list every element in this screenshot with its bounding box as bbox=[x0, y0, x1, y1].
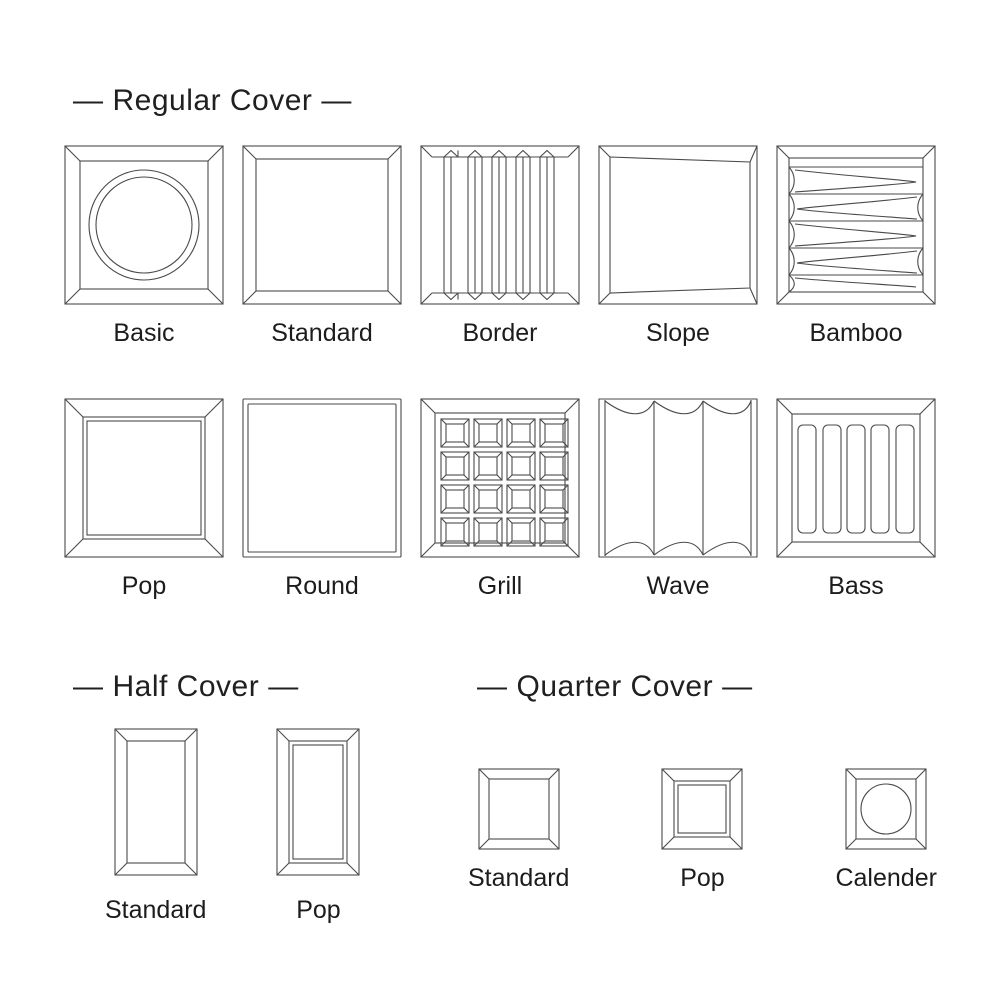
heading-dash-left: — bbox=[477, 670, 508, 703]
cover-item-bamboo[interactable]: Bamboo bbox=[776, 145, 936, 346]
cover-label-bass: Bass bbox=[828, 572, 884, 600]
cover-grill-icon bbox=[420, 398, 580, 558]
cover-item-pop[interactable]: Pop bbox=[64, 398, 224, 599]
quarter-cover-item-calender[interactable]: Calender bbox=[835, 768, 937, 892]
cover-bamboo-icon bbox=[776, 145, 936, 305]
quarter-calender-icon bbox=[845, 768, 927, 850]
half-cover-label-standard: Standard bbox=[105, 896, 207, 924]
quarter-cover-label-calender: Calender bbox=[835, 864, 937, 892]
heading-text: Half Cover bbox=[112, 670, 260, 703]
section-heading-half-cover: —Half Cover— bbox=[64, 670, 308, 704]
half-cover-row: Standard Pop bbox=[105, 728, 361, 924]
heading-dash-left: — bbox=[73, 84, 104, 117]
quarter-cover-item-pop[interactable]: Pop bbox=[661, 768, 744, 892]
cover-item-basic[interactable]: Basic bbox=[64, 145, 224, 346]
heading-text: Regular Cover bbox=[112, 84, 313, 117]
quarter-pop-icon bbox=[661, 768, 744, 850]
regular-cover-row-2: Pop Round bbox=[64, 398, 936, 599]
cover-pop-icon bbox=[64, 398, 224, 558]
cover-item-border[interactable]: Border bbox=[420, 145, 580, 346]
heading-dash-right: — bbox=[268, 670, 299, 703]
half-cover-label-pop: Pop bbox=[296, 896, 341, 924]
cover-label-basic: Basic bbox=[113, 319, 175, 347]
quarter-cover-row: Standard Pop bbox=[468, 768, 937, 891]
cover-item-wave[interactable]: Wave bbox=[598, 398, 758, 599]
section-heading-regular-cover: —Regular Cover— bbox=[64, 84, 361, 118]
cover-label-pop: Pop bbox=[121, 572, 167, 600]
cover-round-icon bbox=[242, 398, 402, 558]
cover-basic-icon bbox=[64, 145, 224, 305]
quarter-standard-icon bbox=[478, 768, 560, 850]
cover-border-icon bbox=[420, 145, 580, 305]
cover-label-slope: Slope bbox=[646, 319, 710, 347]
quarter-cover-label-pop: Pop bbox=[680, 864, 725, 892]
section-heading-quarter-cover: —Quarter Cover— bbox=[468, 670, 762, 704]
cover-item-bass[interactable]: Bass bbox=[776, 398, 936, 599]
cover-label-bamboo: Bamboo bbox=[809, 319, 903, 347]
cover-item-grill[interactable]: Grill bbox=[420, 398, 580, 599]
cover-wave-icon bbox=[598, 398, 758, 558]
quarter-cover-label-standard: Standard bbox=[468, 864, 570, 892]
half-cover-item-standard[interactable]: Standard bbox=[105, 728, 206, 923]
half-standard-icon bbox=[114, 728, 198, 876]
half-pop-icon bbox=[276, 728, 361, 876]
quarter-cover-item-standard[interactable]: Standard bbox=[468, 768, 569, 891]
cover-label-standard: Standard bbox=[271, 319, 373, 347]
cover-label-grill: Grill bbox=[477, 572, 523, 600]
half-cover-item-pop[interactable]: Pop bbox=[276, 728, 361, 924]
heading-dash-right: — bbox=[722, 670, 753, 703]
heading-dash-left: — bbox=[73, 670, 104, 703]
cover-label-round: Round bbox=[285, 572, 359, 600]
cover-slope-icon bbox=[598, 145, 758, 305]
heading-dash-right: — bbox=[321, 84, 352, 117]
cover-item-slope[interactable]: Slope bbox=[598, 145, 758, 346]
cover-bass-icon bbox=[776, 398, 936, 558]
heading-text: Quarter Cover bbox=[516, 670, 714, 703]
regular-cover-row-1: Basic Standard bbox=[64, 145, 936, 346]
cover-label-wave: Wave bbox=[646, 572, 710, 600]
cover-item-round[interactable]: Round bbox=[242, 398, 402, 599]
cover-item-standard[interactable]: Standard bbox=[242, 145, 402, 346]
cover-label-border: Border bbox=[462, 319, 538, 347]
cover-standard-icon bbox=[242, 145, 402, 305]
